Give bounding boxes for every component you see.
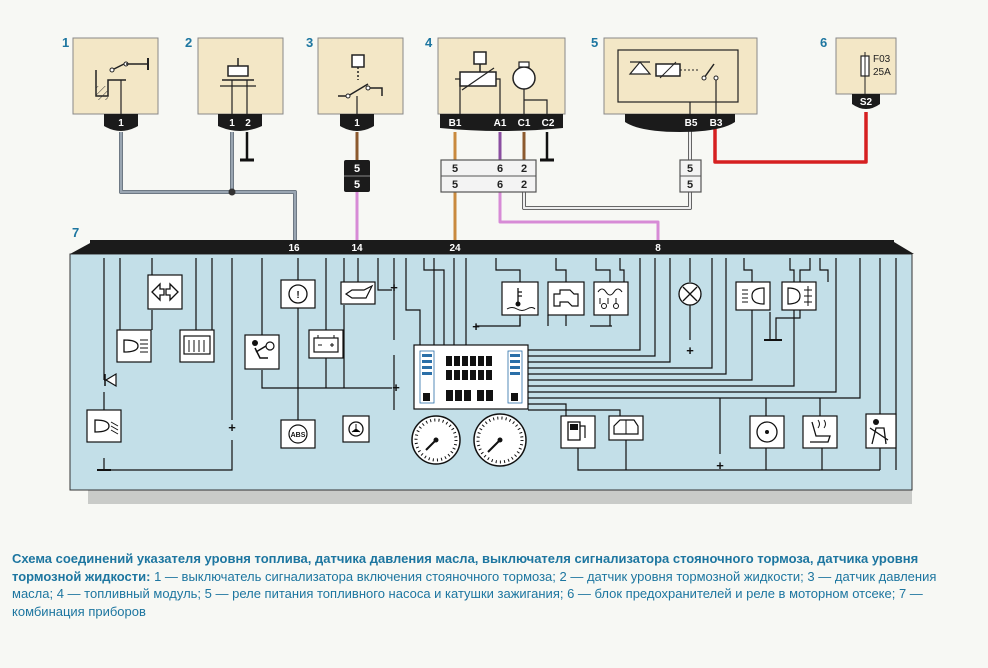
component-6-number: 6 bbox=[820, 35, 827, 50]
caption-title: Схема соединений указателя уровня топлив… bbox=[12, 551, 919, 584]
cluster-pin-8: 8 bbox=[655, 243, 661, 254]
plus-sign: + bbox=[390, 280, 398, 295]
component-5-pin-b5: B5 bbox=[685, 118, 698, 129]
steering-wheel-icon bbox=[749, 415, 785, 449]
check-engine-icon bbox=[547, 281, 585, 316]
plus-sign: + bbox=[686, 343, 694, 358]
component-2-brake-fluid-sensor: 1 2 bbox=[197, 37, 284, 131]
cluster-pin-14: 14 bbox=[351, 243, 363, 254]
diode-icon bbox=[104, 372, 117, 388]
component-6-pin-s2: S2 bbox=[860, 97, 873, 108]
ground-symbols bbox=[97, 339, 782, 471]
steering-icon bbox=[342, 415, 370, 443]
figure-caption: Схема соединений указателя уровня топлив… bbox=[12, 550, 972, 620]
odometer-segments bbox=[446, 356, 493, 401]
airbag-icon bbox=[244, 334, 280, 370]
component-4-pin-a1: A1 bbox=[494, 118, 507, 129]
component-3-oil-pressure-sensor: 1 5 5 bbox=[317, 37, 404, 192]
component-3-pin: 1 bbox=[354, 118, 360, 129]
pink-wire-pin8 bbox=[498, 192, 660, 242]
gray-wire bbox=[119, 132, 297, 242]
parking-brake-icon: ! bbox=[280, 279, 316, 309]
warning-lamp-icon bbox=[678, 282, 702, 306]
connector-4-bottom-1: 5 bbox=[452, 179, 458, 191]
turn-signal-icon bbox=[147, 274, 183, 310]
high-beam-icon bbox=[116, 329, 152, 363]
oil-pressure-icon bbox=[340, 281, 376, 305]
component-4-pin-c2: C2 bbox=[542, 118, 555, 129]
seatbelt-icon bbox=[865, 413, 897, 449]
component-5-pin-b3: B3 bbox=[710, 118, 723, 129]
plus-sign: + bbox=[472, 319, 480, 334]
connector-3-top: 5 bbox=[354, 163, 360, 175]
component-2-pin-1: 1 bbox=[229, 118, 235, 129]
component-1-number: 1 bbox=[62, 35, 69, 50]
white-wire bbox=[522, 192, 692, 210]
component-7-number: 7 bbox=[72, 225, 79, 240]
red-wire bbox=[713, 112, 868, 164]
plus-sign: + bbox=[392, 380, 400, 395]
rear-fog-light-icon bbox=[781, 281, 817, 311]
instrument-cluster: 16 14 24 8 bbox=[69, 240, 914, 504]
fuse-id: F03 bbox=[873, 54, 891, 65]
caption-text: 1 — выключатель сигнализатора включения … bbox=[12, 568, 937, 619]
front-fog-light-icon bbox=[735, 281, 771, 311]
component-2-pin-2: 2 bbox=[245, 118, 251, 129]
abs-icon: ABS bbox=[280, 419, 316, 449]
component-2-number: 2 bbox=[185, 35, 192, 50]
connector-4-bottom-2: 6 bbox=[497, 179, 503, 191]
low-beam-icon bbox=[86, 409, 122, 443]
door-open-icon bbox=[608, 415, 644, 441]
component-4-fuel-module: B1 A1 C1 C2 5 6 2 5 6 2 bbox=[437, 37, 566, 193]
wires bbox=[119, 112, 868, 242]
plus-sign: + bbox=[228, 420, 236, 435]
connector-4-top-1: 5 bbox=[452, 163, 458, 175]
connector-4-bottom-3: 2 bbox=[521, 179, 527, 191]
component-4-pin-b1: B1 bbox=[449, 118, 462, 129]
cluster-pin-24: 24 bbox=[449, 243, 461, 254]
wiring-diagram: 1 2 3 4 5 6 7 bbox=[62, 35, 914, 504]
connector-4-top-2: 6 bbox=[497, 163, 503, 175]
plus-sign: + bbox=[716, 458, 724, 473]
component-3-number: 3 bbox=[306, 35, 313, 50]
component-1-pin: 1 bbox=[118, 118, 124, 129]
svg-text:!: ! bbox=[296, 290, 299, 301]
connector-3-bottom: 5 bbox=[354, 179, 360, 191]
connector-5-bottom: 5 bbox=[687, 179, 693, 191]
component-4-pin-c1: C1 bbox=[518, 118, 531, 129]
fuse-rating: 25A bbox=[873, 67, 891, 78]
speedometer-gauge bbox=[473, 413, 527, 467]
component-6-fuse-box: F03 25A S2 bbox=[835, 37, 897, 109]
component-4-number: 4 bbox=[425, 35, 433, 50]
coolant-temperature-icon bbox=[501, 281, 539, 316]
glow-plug-icon bbox=[593, 281, 629, 316]
component-1-parking-brake-switch: 1 bbox=[72, 37, 159, 131]
tachometer-gauge bbox=[411, 415, 461, 465]
cluster-pin-16: 16 bbox=[288, 243, 300, 254]
low-fuel-icon bbox=[560, 415, 596, 449]
rear-defrost-icon bbox=[179, 329, 215, 363]
abs-label: ABS bbox=[291, 432, 306, 439]
component-5-number: 5 bbox=[591, 35, 598, 50]
connector-5-top: 5 bbox=[687, 163, 693, 175]
central-display bbox=[413, 344, 529, 410]
splice-point bbox=[228, 188, 236, 196]
connector-4-top-3: 2 bbox=[521, 163, 527, 175]
seat-heater-icon bbox=[802, 415, 838, 449]
battery-icon bbox=[308, 329, 344, 359]
component-5-fuel-pump-relay: B5 B3 5 5 bbox=[603, 37, 758, 193]
